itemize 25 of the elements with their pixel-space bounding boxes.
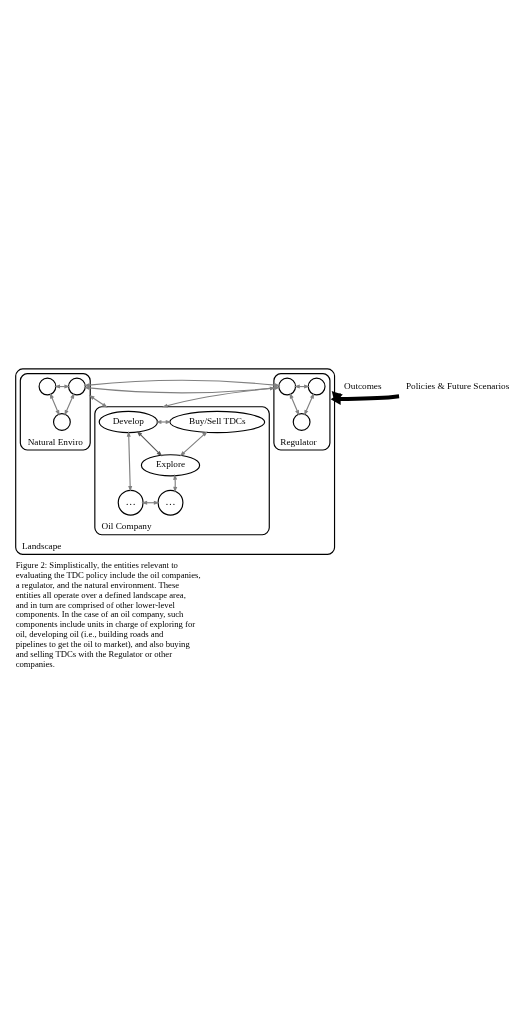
node-circle	[38, 377, 57, 396]
arrow	[161, 386, 276, 408]
node-ellipse: Explore	[140, 454, 201, 477]
arrow	[49, 392, 60, 416]
arrow	[179, 431, 208, 457]
node-circle	[292, 413, 311, 431]
arrow	[136, 430, 163, 457]
node-circle: …	[117, 489, 144, 516]
caption: Figure 2: Simplistically, the entities relevant to evaluating the TDC policy include the oil companies, a regulator, and the natural environment. These entities all operate over a defined landscape area, and in turn are comprised of other lower-level components. In the case of an oil company, such components include units in charge of exploring for oil, developing oil (i.e., building roads and pipelines to get the oil to market), and also buying and selling TDCs with the Regulator or other companies.	[15, 560, 201, 669]
arrow	[64, 392, 75, 416]
node-circle: …	[157, 489, 184, 516]
node-circle	[67, 377, 86, 396]
arrow	[83, 379, 281, 394]
node-circle	[52, 413, 71, 431]
node-circle	[307, 377, 326, 396]
arrow	[88, 395, 108, 408]
arrow	[289, 392, 300, 416]
arrow	[304, 392, 315, 416]
arrow	[155, 419, 172, 425]
node-text: Outcomes	[344, 380, 382, 391]
node-ellipse: Buy/Sell TDCs	[169, 410, 266, 434]
node-ellipse: Develop	[98, 410, 159, 434]
node-circle	[278, 377, 297, 396]
arrow	[126, 430, 133, 492]
node-text: Policies & Future Scenarios	[405, 380, 510, 391]
